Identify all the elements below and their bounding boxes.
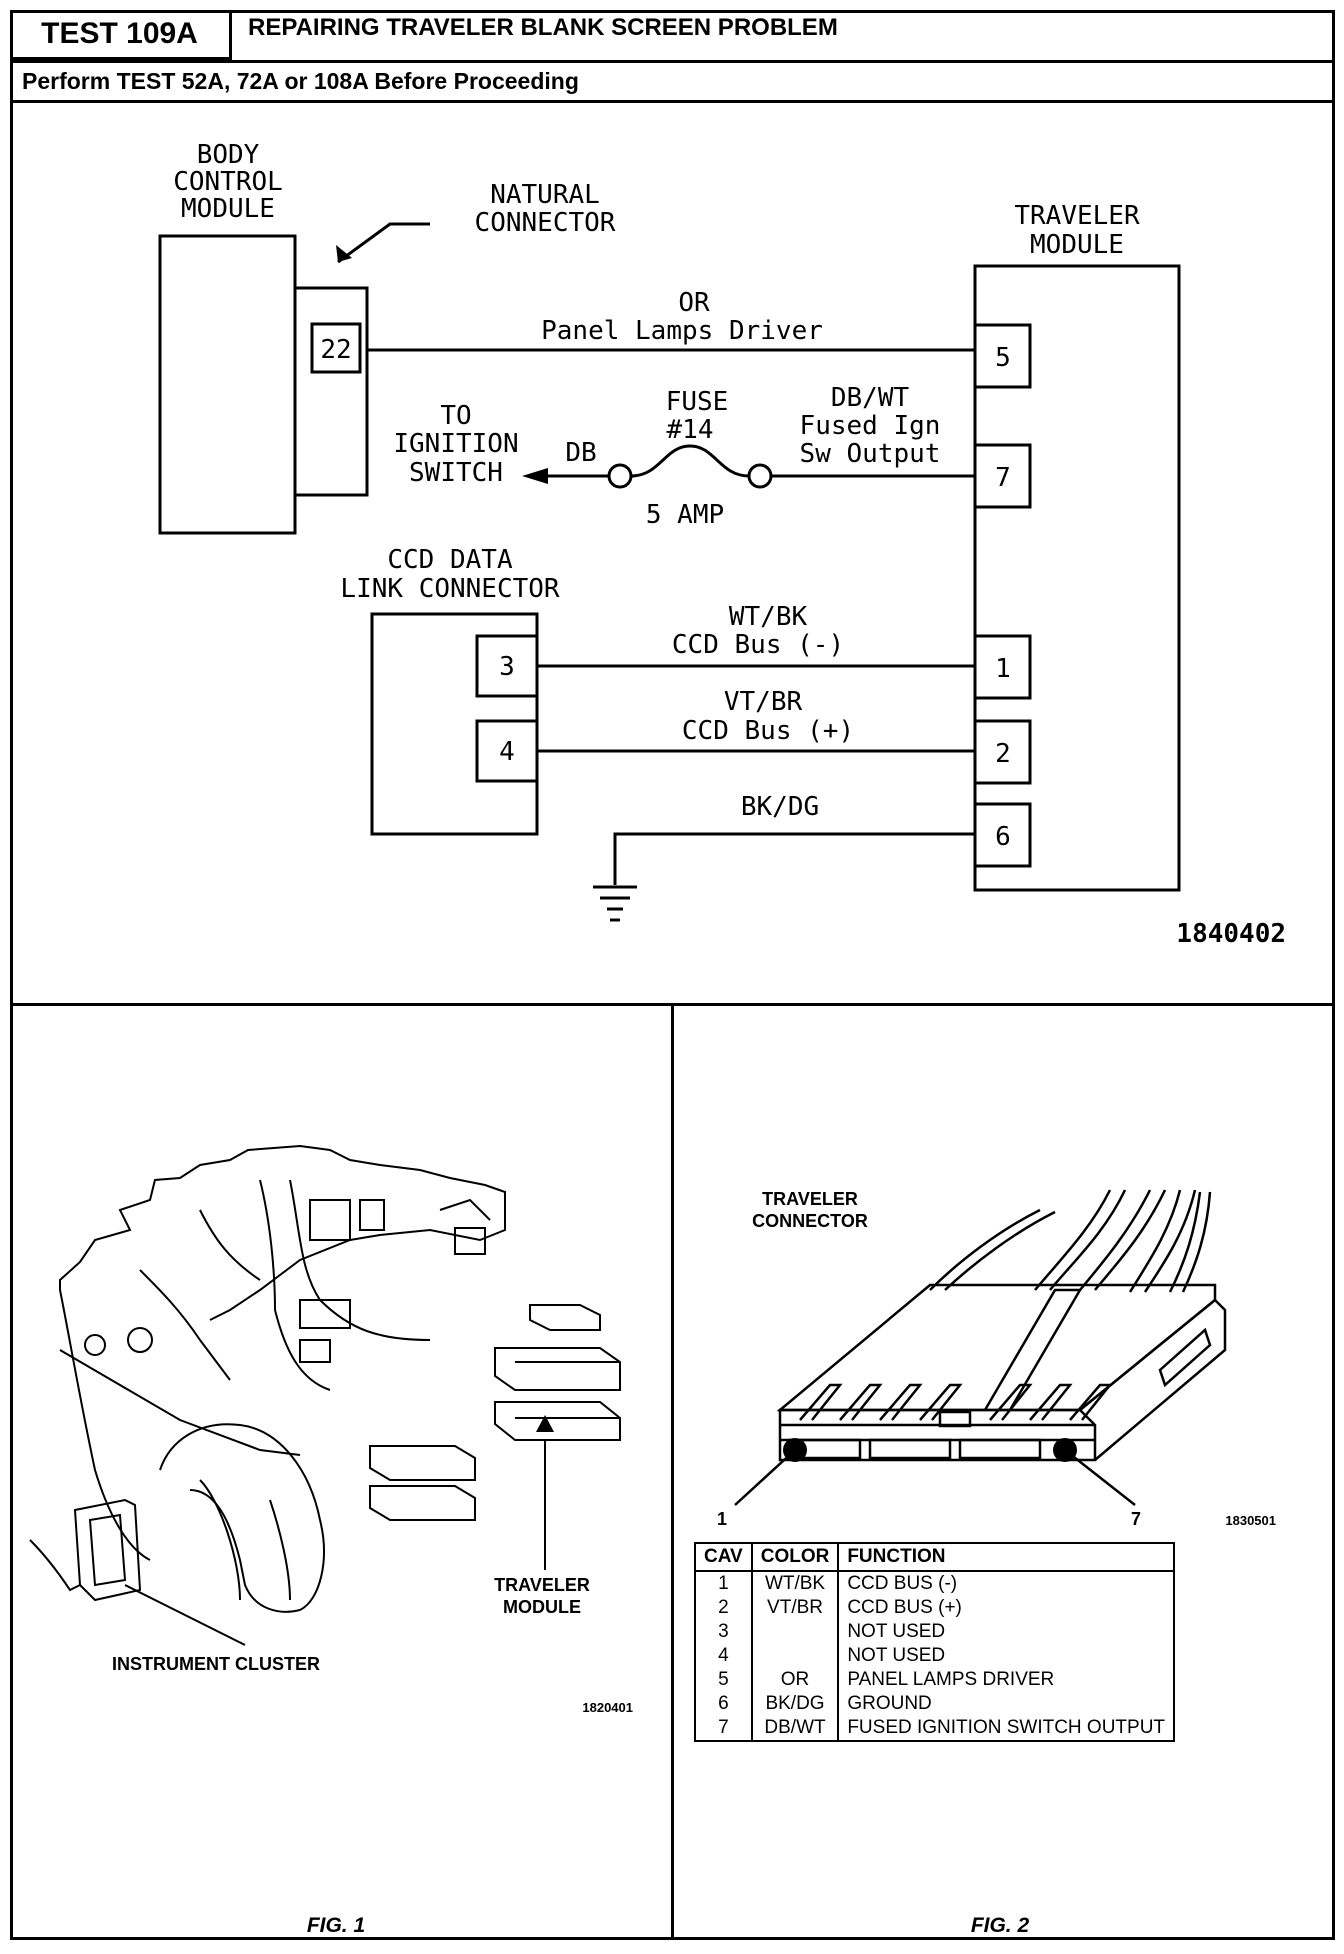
cavity-table: CAV COLOR FUNCTION 1 WT/BK CCD BUS (-) 2… [694, 1542, 1176, 1742]
wire-panel-func: Panel Lamps Driver [541, 316, 823, 346]
col-header-color: COLOR [750, 1542, 840, 1572]
wire-ccd-plus-color: VT/BR [724, 687, 803, 717]
cell-function: PANEL LAMPS DRIVER [837, 1668, 1175, 1692]
cell-cav: 6 [694, 1692, 752, 1716]
bcm-connector [293, 286, 369, 497]
fuse-symbol [630, 444, 750, 478]
cell-function: GROUND [837, 1692, 1175, 1716]
ccd-label-1: CCD DATA [387, 545, 513, 575]
natural-connector-arrow [337, 222, 430, 264]
ignition-label-2: IGNITION [393, 429, 518, 459]
table-row: 4 NOT USED [694, 1644, 1175, 1668]
wire-ccd-minus-func: CCD Bus (-) [672, 630, 844, 660]
cell-cav: 3 [694, 1620, 752, 1644]
pin-6: 6 [995, 822, 1011, 852]
arrow-left-icon [522, 468, 548, 484]
bcm-label-3: MODULE [181, 194, 275, 224]
page-title: REPAIRING TRAVELER BLANK SCREEN PROBLEM [248, 14, 838, 41]
cell-color: OR [750, 1668, 839, 1692]
wire-panel-color: OR [678, 288, 710, 318]
fuse-terminal-right [747, 463, 773, 489]
traveler-label-1: TRAVELER [1014, 201, 1140, 231]
divider [10, 60, 1335, 63]
divider [10, 100, 1335, 103]
fuse-rating: 5 AMP [646, 500, 724, 530]
ccd-connector-box [370, 612, 539, 836]
traveler-label-2: MODULE [1030, 230, 1124, 260]
table-header-row: CAV COLOR FUNCTION [694, 1542, 1176, 1572]
schematic-figure-id: 1840402 [1176, 919, 1286, 949]
page-subtitle: Perform TEST 52A, 72A or 108A Before Pro… [22, 68, 579, 94]
cell-color [750, 1644, 839, 1668]
pin-3: 3 [499, 652, 515, 682]
wire-ground-color: BK/DG [741, 792, 819, 822]
ignition-label-1: TO [440, 401, 471, 431]
cell-color: BK/DG [750, 1692, 839, 1716]
table-row: 3 NOT USED [694, 1620, 1175, 1644]
ccd-label-2: LINK CONNECTOR [340, 574, 559, 604]
cell-color [750, 1620, 839, 1644]
cell-cav: 7 [694, 1716, 752, 1741]
fuse-terminal-left [607, 463, 633, 489]
bcm-box [158, 234, 297, 535]
arrowhead-icon [336, 245, 352, 262]
table-row: 6 BK/DG GROUND [694, 1692, 1175, 1716]
wire-fused-func-2: Sw Output [800, 439, 941, 469]
col-header-cav: CAV [694, 1542, 753, 1572]
fuse-label-2: #14 [667, 415, 714, 445]
natural-label-2: CONNECTOR [475, 208, 616, 238]
pin-2: 2 [995, 739, 1011, 769]
traveler-module-box [973, 264, 1181, 892]
wire-db-label: DB [565, 438, 596, 468]
pin-5: 5 [995, 343, 1011, 373]
pin-7: 7 [995, 463, 1011, 493]
wiring-schematic: BODY CONTROL MODULE NATURAL CONNECTOR TR… [158, 140, 1286, 949]
table-row: 5 OR PANEL LAMPS DRIVER [694, 1668, 1175, 1692]
pin-22: 22 [320, 335, 351, 365]
cell-function: FUSED IGNITION SWITCH OUTPUT [837, 1716, 1175, 1741]
col-header-function: FUNCTION [837, 1542, 1176, 1572]
wire-fused-func-1: Fused Ign [800, 411, 941, 441]
wire-ground [613, 832, 975, 885]
table-row: 1 WT/BK CCD BUS (-) [694, 1571, 1175, 1596]
wire-ccd-plus-func: CCD Bus (+) [682, 716, 854, 746]
cell-cav: 5 [694, 1668, 752, 1692]
bcm-label-2: CONTROL [173, 167, 283, 197]
fuse-label-1: FUSE [666, 387, 729, 417]
wire-fused-color: DB/WT [831, 383, 910, 413]
cell-color: VT/BR [750, 1596, 839, 1620]
pin-4: 4 [499, 737, 515, 767]
wire-ccd-minus-color: WT/BK [729, 602, 808, 632]
cell-color: DB/WT [750, 1716, 839, 1741]
ignition-label-3: SWITCH [409, 458, 503, 488]
pin-5-box [973, 323, 1032, 389]
cell-function: CCD BUS (-) [837, 1571, 1175, 1596]
pin-1: 1 [995, 654, 1011, 684]
cell-function: NOT USED [837, 1620, 1175, 1644]
bcm-label-1: BODY [197, 140, 260, 170]
pin-22-box [310, 322, 362, 374]
table-row: 7 DB/WT FUSED IGNITION SWITCH OUTPUT [694, 1716, 1175, 1741]
cell-cav: 1 [694, 1571, 752, 1596]
test-code: TEST 109A [10, 10, 232, 60]
natural-label-1: NATURAL [490, 180, 600, 210]
cell-function: CCD BUS (+) [837, 1596, 1175, 1620]
cell-function: NOT USED [837, 1644, 1175, 1668]
cell-cav: 4 [694, 1644, 752, 1668]
cell-cav: 2 [694, 1596, 752, 1620]
table-row: 2 VT/BR CCD BUS (+) [694, 1596, 1175, 1620]
cell-color: WT/BK [750, 1571, 839, 1596]
divider [671, 1003, 674, 1940]
